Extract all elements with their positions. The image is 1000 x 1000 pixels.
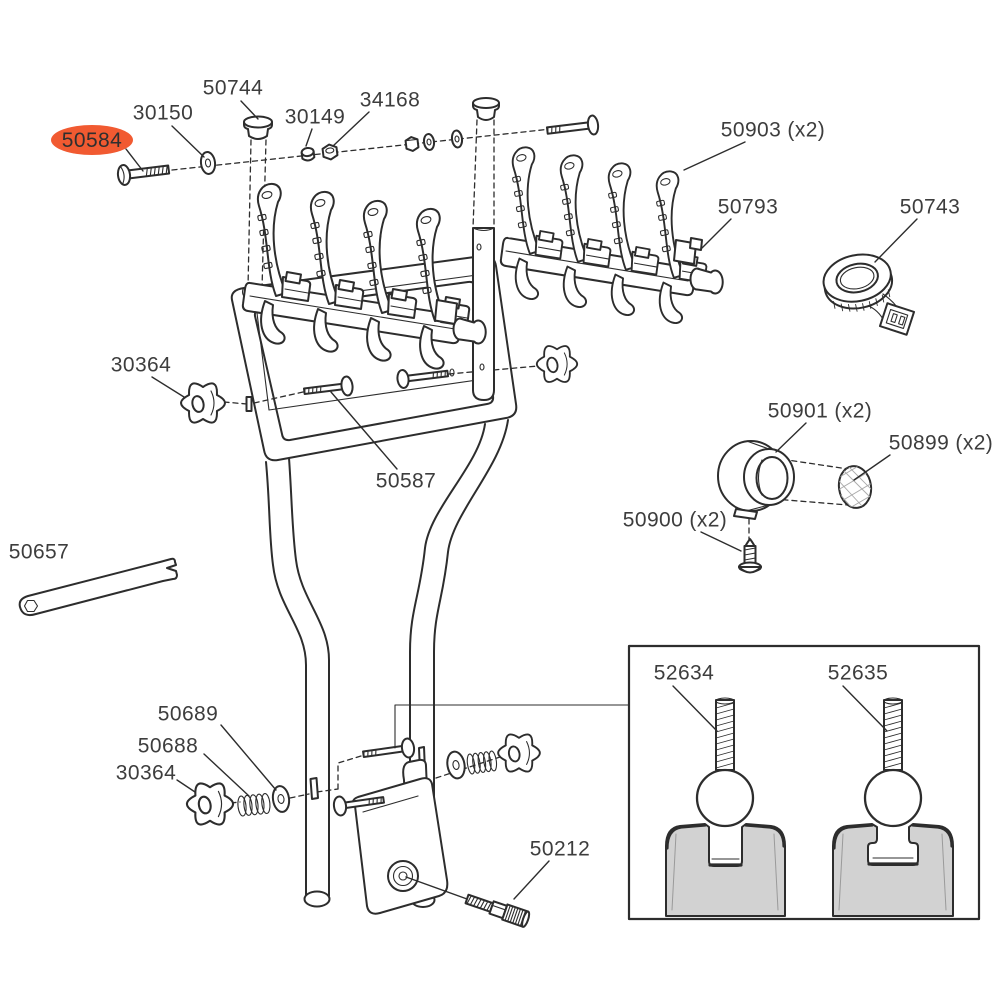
knob-right bbox=[535, 345, 579, 383]
part-label-50689[interactable]: 50689 bbox=[157, 702, 219, 726]
spring-50688 bbox=[237, 792, 271, 817]
ball-head-52634 bbox=[695, 768, 755, 828]
bolt-50584 bbox=[116, 164, 171, 186]
nut-top-right bbox=[404, 136, 420, 152]
part-label-50899[interactable]: 50899 (x2) bbox=[888, 431, 994, 455]
washer-top-right-1 bbox=[422, 133, 436, 151]
square-nut-left bbox=[245, 396, 253, 412]
cradle-arm bbox=[607, 162, 660, 317]
part-label-52635[interactable]: 52635 bbox=[827, 661, 889, 685]
inset-52634 bbox=[665, 697, 786, 917]
hub-bolt-upper bbox=[362, 737, 416, 759]
hub-assembly bbox=[185, 733, 541, 915]
ball-head-52635 bbox=[863, 768, 923, 828]
hub-boss bbox=[387, 860, 419, 892]
leg-slot bbox=[309, 777, 319, 800]
part-label-50793[interactable]: 50793 bbox=[717, 195, 779, 219]
wrench-50657 bbox=[18, 557, 178, 617]
part-label-52634[interactable]: 52634 bbox=[653, 661, 715, 685]
part-label-50688[interactable]: 50688 bbox=[137, 734, 199, 758]
part-label-50743[interactable]: 50743 bbox=[899, 195, 961, 219]
part-label-50901[interactable]: 50901 (x2) bbox=[767, 399, 873, 423]
part-label-50212[interactable]: 50212 bbox=[529, 837, 591, 861]
bumper-50901 bbox=[717, 440, 795, 520]
cradle-bar-right bbox=[499, 146, 724, 325]
frame-legs bbox=[265, 419, 509, 908]
part-label-30149[interactable]: 30149 bbox=[284, 105, 346, 129]
strap-buckle bbox=[878, 302, 916, 336]
post-cap bbox=[472, 97, 500, 121]
cradle-arm bbox=[559, 154, 612, 309]
screw-50900 bbox=[738, 538, 762, 574]
knob-30364-top bbox=[180, 382, 226, 424]
part-label-50657[interactable]: 50657 bbox=[8, 540, 70, 564]
cradle-bar-left bbox=[241, 182, 487, 370]
knob-hub-right bbox=[497, 733, 541, 773]
hub-bolt-lower bbox=[332, 795, 385, 817]
part-label-50903[interactable]: 50903 (x2) bbox=[720, 118, 826, 142]
bolt-50587 bbox=[302, 375, 354, 397]
inset-52635 bbox=[832, 697, 954, 917]
hub-bracket bbox=[352, 777, 449, 915]
part-label-34168[interactable]: 34168 bbox=[359, 88, 421, 112]
strap-50743 bbox=[822, 253, 916, 336]
part-label-50587[interactable]: 50587 bbox=[375, 469, 437, 493]
reflector-50899 bbox=[837, 463, 873, 510]
bolt-50212 bbox=[464, 893, 531, 928]
part-label-30364-top[interactable]: 30364 bbox=[110, 353, 172, 377]
part-label-50900[interactable]: 50900 (x2) bbox=[622, 508, 728, 532]
inset-box bbox=[627, 644, 981, 921]
inset-connector-line bbox=[394, 704, 630, 749]
part-label-50584-highlighted[interactable]: 50584 bbox=[51, 125, 133, 155]
washer-top-right-2 bbox=[450, 129, 464, 149]
leader-lines bbox=[125, 100, 918, 900]
nut-34168 bbox=[321, 143, 339, 161]
nut-30149 bbox=[300, 146, 316, 162]
bolt-inner-right bbox=[396, 369, 450, 389]
washer-hub-right bbox=[446, 750, 466, 780]
knob-30364-bottom bbox=[185, 782, 235, 826]
bolt-top-right bbox=[545, 114, 600, 136]
cradle-arm bbox=[511, 146, 564, 301]
washer-50689 bbox=[271, 785, 291, 813]
left-foot bbox=[303, 890, 331, 908]
part-label-50744[interactable]: 50744 bbox=[202, 76, 264, 100]
spring-hub-right bbox=[466, 750, 498, 775]
cap-50744 bbox=[243, 115, 273, 140]
center-post bbox=[472, 97, 500, 401]
part-label-30364-bottom[interactable]: 30364 bbox=[115, 761, 177, 785]
part-label-30150[interactable]: 30150 bbox=[132, 101, 194, 125]
